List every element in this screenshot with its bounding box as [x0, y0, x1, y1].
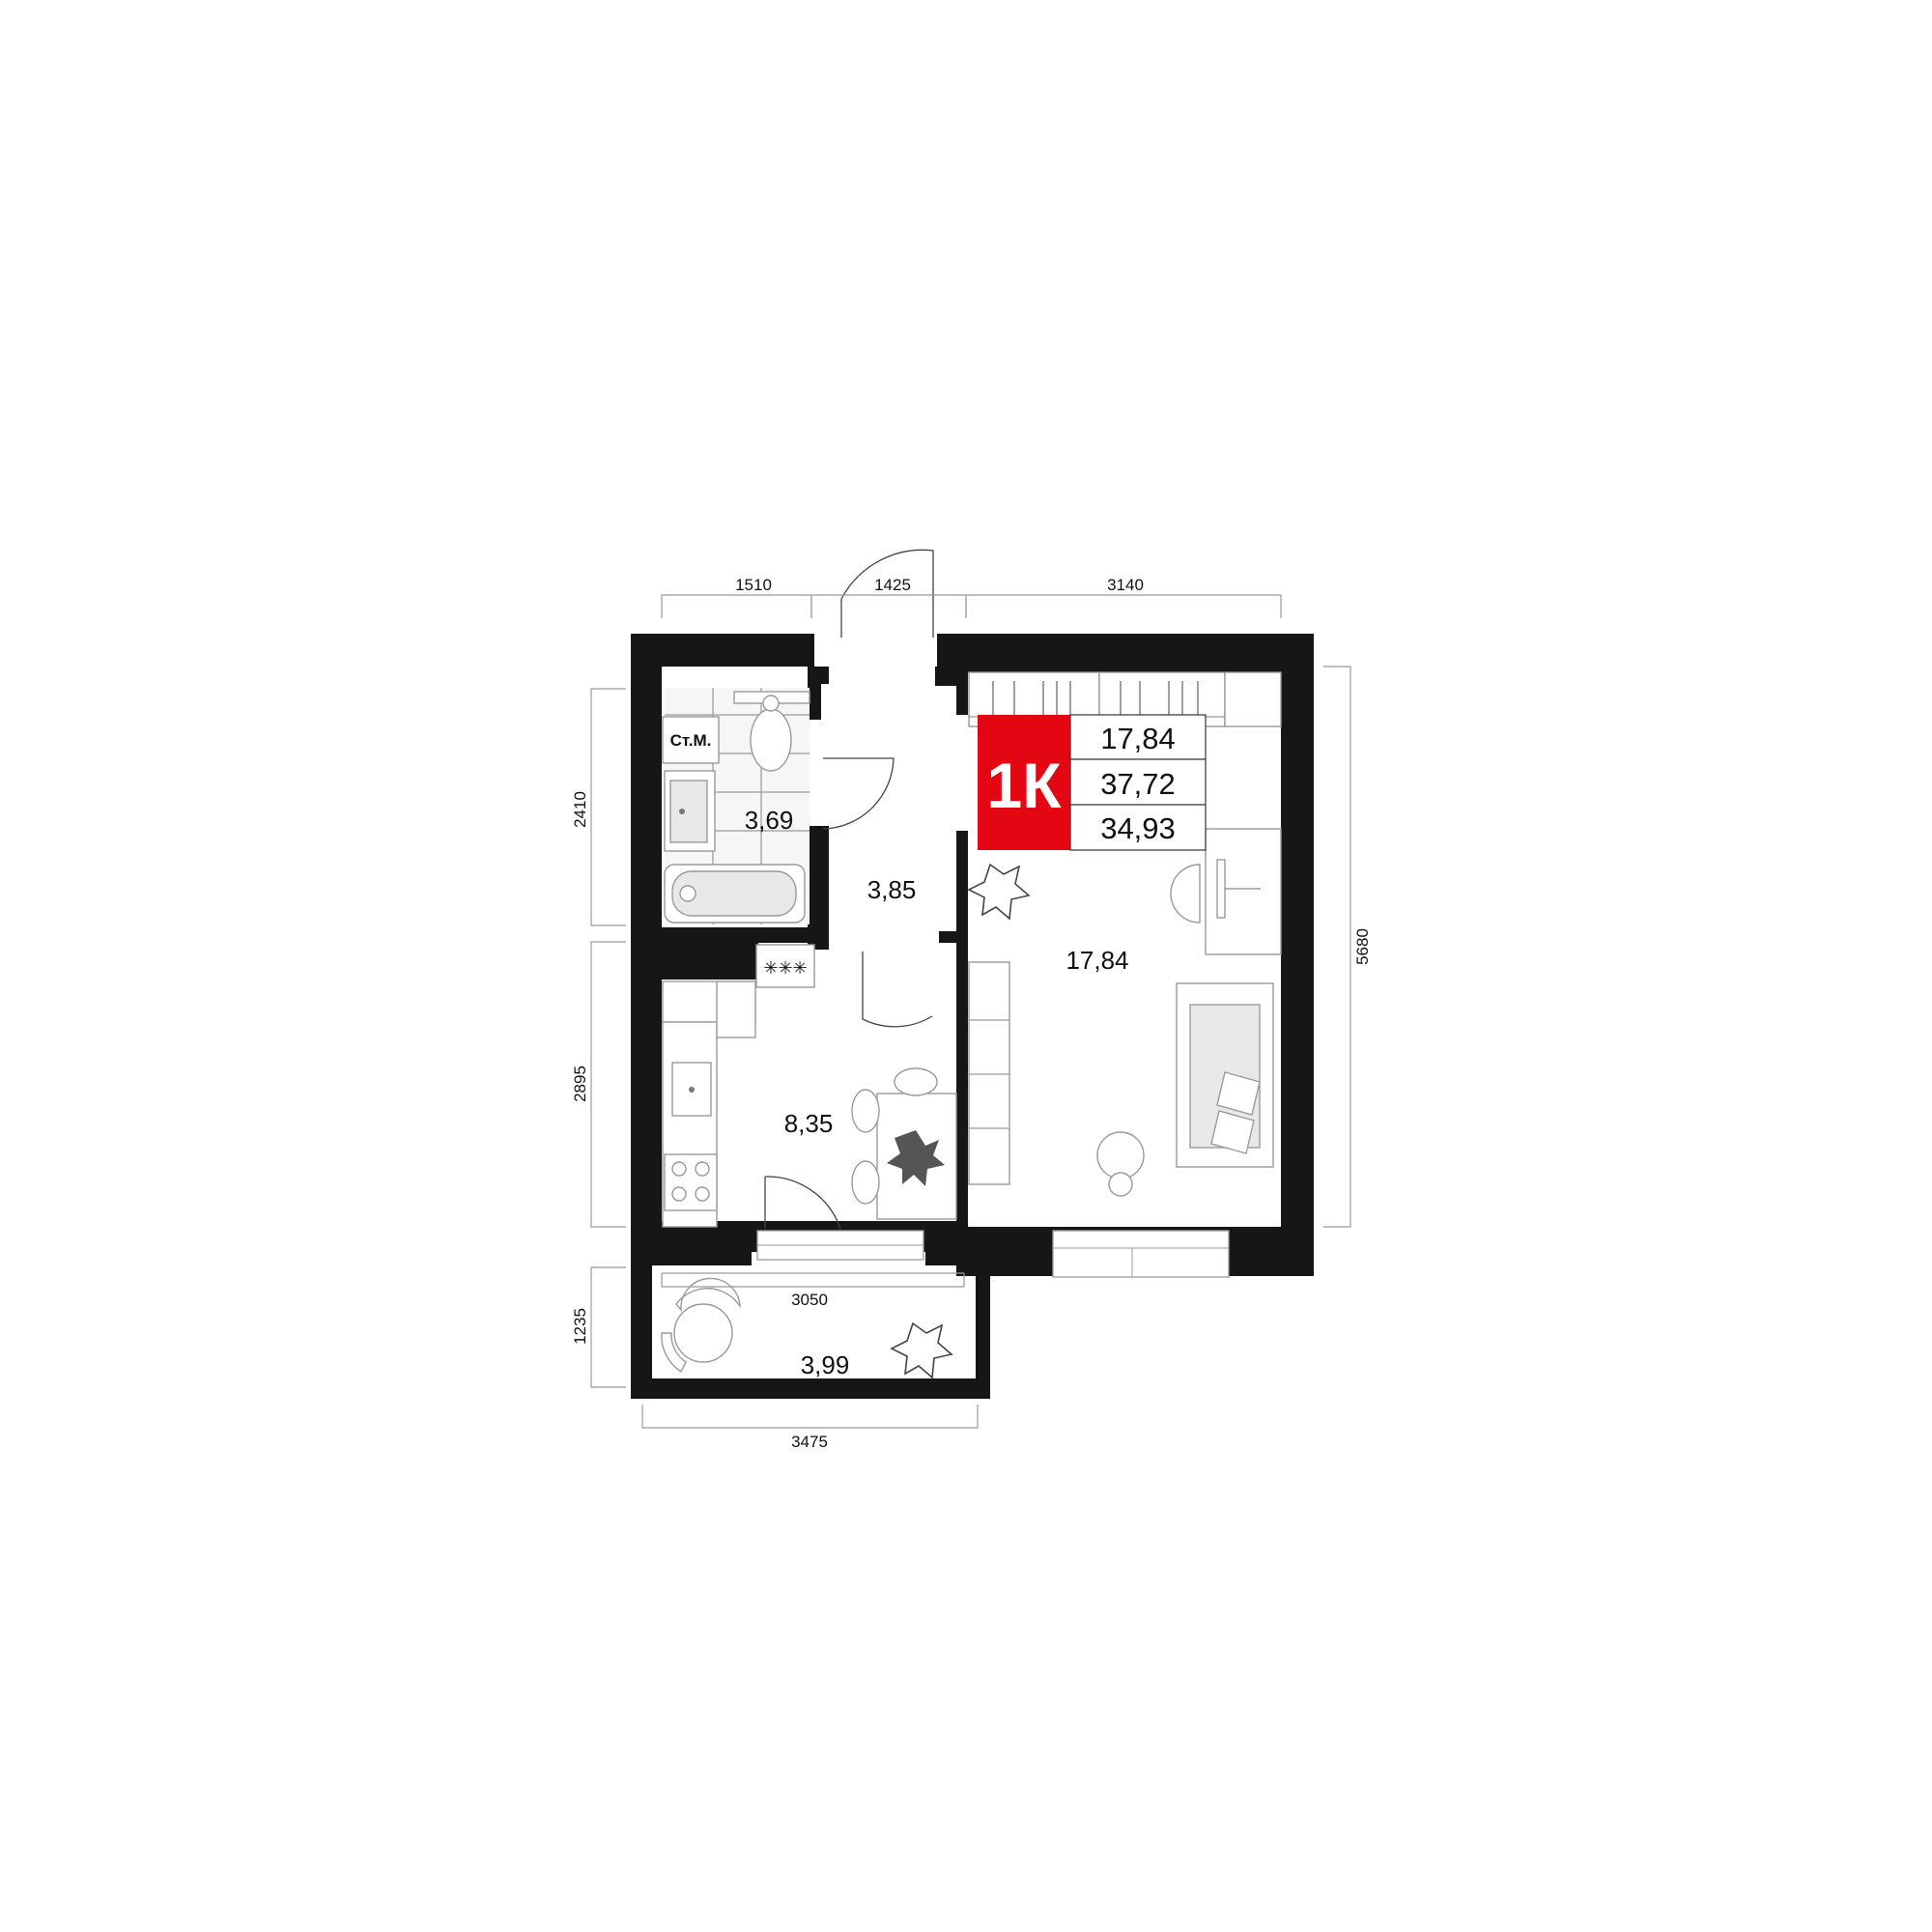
walls: [631, 634, 1314, 1399]
dimension-lines: [590, 594, 1351, 1429]
svg-text:✳✳✳: ✳✳✳: [763, 958, 807, 978]
dim-balcony-inner: 3050: [791, 1291, 828, 1309]
dim-left-upper: 2410: [571, 791, 589, 828]
bathroom-fixtures: Ст.М.: [662, 688, 810, 924]
living-area-value: 17,84: [1100, 722, 1176, 755]
windows: [756, 1230, 1230, 1278]
apartment-info-box: 1К 17,84 37,72 34,93: [978, 714, 1207, 851]
balcony-fixtures: [661, 1272, 964, 1379]
room-area-hallway: 3,85: [867, 875, 917, 904]
dim-top-left: 1510: [735, 576, 772, 594]
living-fixtures: [967, 671, 1282, 1197]
badge-background: [978, 715, 1070, 850]
doors: [764, 549, 934, 1230]
dim-balcony-bottom: 3475: [791, 1433, 828, 1451]
room-area-kitchen: 8,35: [784, 1109, 834, 1138]
washer-label: Ст.М.: [670, 731, 712, 750]
room-area-bathroom: 3,69: [745, 806, 794, 835]
dim-top-right: 3140: [1107, 576, 1144, 594]
area-without-balcony-value: 34,93: [1100, 811, 1176, 845]
dimension-labels: 1510 1425 3140 2410 2895 1235 5680 3050 …: [571, 576, 1372, 1451]
total-area-value: 37,72: [1100, 767, 1176, 801]
dim-top-middle: 1425: [874, 576, 911, 594]
room-area-living: 17,84: [1065, 946, 1128, 975]
dim-right: 5680: [1353, 928, 1372, 965]
dim-left-lower: 2895: [571, 1065, 589, 1102]
room-labels: 3,69 3,85 8,35 17,84 3,99: [745, 806, 1129, 1379]
dim-left-balcony: 1235: [571, 1308, 589, 1345]
room-area-balcony: 3,99: [801, 1350, 850, 1379]
kitchen-fixtures: ✳✳✳: [662, 944, 957, 1228]
apartment-type-badge: 1К: [987, 750, 1063, 821]
